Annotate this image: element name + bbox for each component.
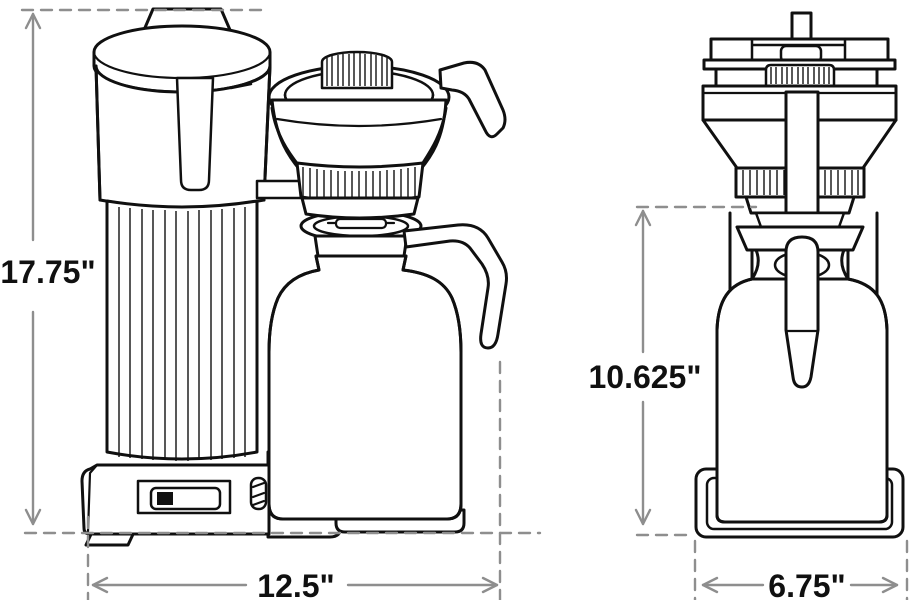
side-view-drawing: 10.625" 6.75": [588, 11, 909, 600]
support-bracket: [255, 179, 303, 200]
reservoir-tube: [175, 76, 215, 192]
basket-seam: [275, 117, 443, 128]
arrow-right-icon: [881, 576, 899, 594]
brew-basket: [267, 50, 507, 220]
arrow-up-icon: [24, 12, 42, 30]
basket-knob: [320, 50, 394, 90]
carafe-lid-lever[interactable]: [334, 217, 388, 230]
tower-ribs: [118, 207, 246, 461]
reservoir-side-right: [262, 64, 272, 202]
front-height-dimension: 17.75": [0, 8, 542, 535]
side-height-label: 10.625": [588, 359, 701, 395]
carafe-neck-front: [750, 248, 850, 281]
tower: [105, 199, 259, 461]
base-bevel: [86, 463, 99, 534]
front-view-drawing: 17.75" 12.5": [0, 7, 542, 600]
power-switch-knob[interactable]: [157, 492, 173, 505]
carafe-collar: [313, 234, 409, 258]
basket-handle[interactable]: [438, 60, 507, 139]
arrow-down-icon: [634, 508, 652, 526]
side-height-dimension: 10.625": [588, 205, 758, 537]
carafe-body-front: [715, 277, 889, 524]
basket-knob-front-ribs: [770, 67, 830, 84]
arrow-left-icon: [91, 576, 109, 594]
basket-knob-ribs: [326, 53, 388, 86]
reservoir-mark: [229, 82, 253, 90]
carafe-body: [267, 254, 463, 521]
indicator-light: [249, 476, 268, 511]
front-width-dimension: 12.5": [86, 360, 502, 600]
arrow-up-icon: [634, 209, 652, 227]
arrow-left-icon: [701, 576, 719, 594]
basket-ribbed-band: [295, 161, 425, 203]
reservoir-side-left: [94, 64, 102, 202]
arrow-down-icon: [24, 508, 42, 526]
front-height-label: 17.75": [0, 254, 95, 290]
carafe-handle-front[interactable]: [784, 235, 820, 389]
side-width-label: 6.75": [768, 568, 845, 600]
carafe-lid-step: [754, 211, 846, 229]
carafe-handle[interactable]: [402, 223, 508, 350]
lid-tab: [790, 11, 813, 43]
carafe: [267, 223, 508, 521]
carafe-mouth: [299, 209, 423, 243]
side-width-dimension: 6.75": [693, 539, 909, 600]
tower-front-strip: [784, 90, 820, 215]
arrow-right-icon: [481, 576, 499, 594]
basket-knob-front: [764, 63, 836, 88]
basket-collar: [300, 196, 420, 220]
front-width-label: 12.5": [257, 568, 334, 600]
